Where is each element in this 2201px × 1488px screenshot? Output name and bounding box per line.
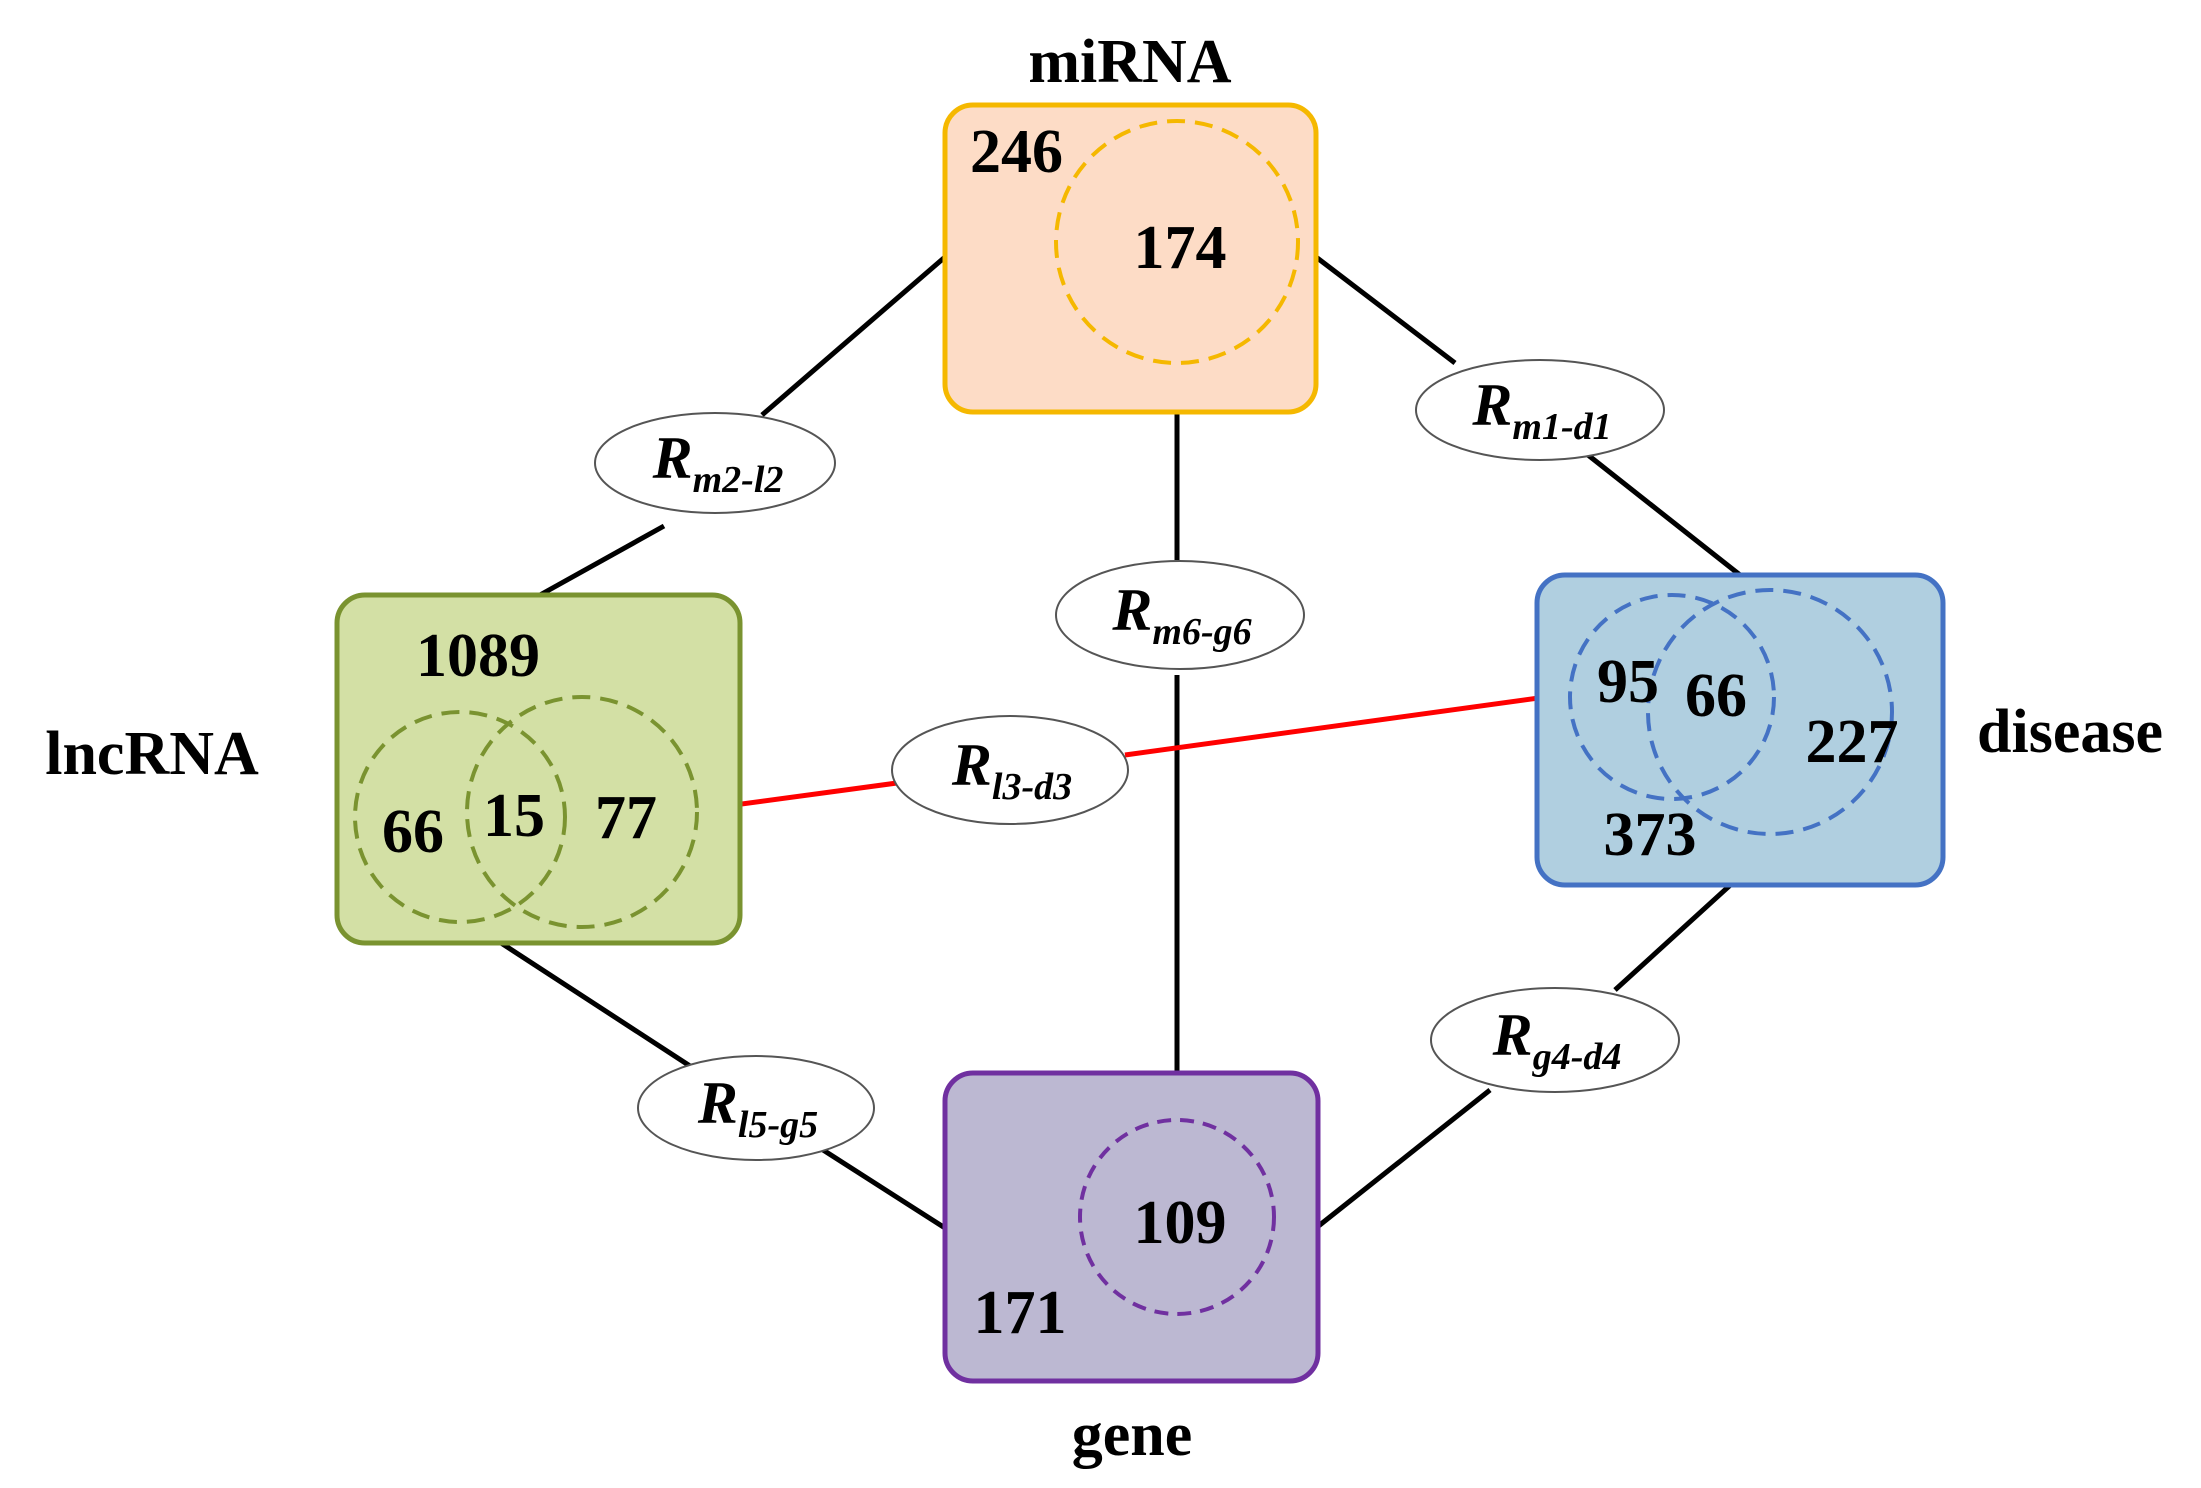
relation-m1-d1: Rm1-d1 (1415, 359, 1665, 461)
relation-g4-d4: Rg4-d4 (1430, 987, 1680, 1093)
lncrna-total: 1089 (416, 622, 540, 690)
disease-left-count: 95 (1597, 648, 1659, 716)
relation-m6-g6: Rm6-g6 (1055, 560, 1305, 670)
mirna-label: miRNA (1028, 28, 1231, 96)
edge-mirna-disease (1586, 453, 1742, 577)
gene-node: 109 171 gene (942, 1070, 1321, 1469)
lncrna-right-count: 77 (595, 784, 657, 852)
gene-total: 171 (974, 1279, 1067, 1347)
lncrna-box (334, 592, 743, 946)
disease-label: disease (1977, 698, 2163, 766)
edge-gene-disease (1314, 1088, 1492, 1230)
relation-ellipse (1415, 359, 1665, 461)
edge-lncrna-disease-highlight (1124, 690, 1576, 758)
disease-right-circle (1646, 588, 1894, 836)
disease-box (1534, 572, 1946, 888)
lncrna-right-circle (465, 695, 699, 929)
gene-subset-circle (1078, 1118, 1276, 1316)
lncrna-label: lncRNA (45, 720, 259, 788)
relation-label: Rl3-d3 (951, 732, 1072, 808)
gene-subset: 109 (1134, 1189, 1227, 1257)
relation-l3-d3: Rl3-d3 (891, 715, 1129, 825)
relation-ellipse (637, 1055, 875, 1161)
relation-label: Rl5-g5 (697, 1070, 818, 1146)
edge-lncrna-gene (818, 1145, 947, 1231)
relation-ellipse (891, 715, 1129, 825)
relation-label: Rm2-l2 (652, 425, 784, 501)
relation-label: Rm6-g6 (1111, 577, 1251, 653)
relation-ellipse (594, 412, 836, 514)
disease-total: 373 (1604, 801, 1697, 869)
relation-m2-l2: Rm2-l2 (594, 412, 836, 514)
disease-overlap-count: 66 (1685, 662, 1747, 730)
relation-ellipse (1430, 987, 1680, 1093)
edge-lncrna-gene (476, 925, 692, 1069)
mirna-box (942, 102, 1319, 415)
mirna-subset-circle (1054, 119, 1300, 365)
edge-mirna-lncrna (760, 255, 947, 417)
edge-mirna-disease (1314, 255, 1457, 365)
relations: Rm2-l2 Rm1-d1 Rm6-g6 Rl3-d3 Rl5-g5 Rg4-d… (594, 359, 1680, 1161)
edge-mirna-lncrna (538, 523, 666, 598)
disease-right-count: 227 (1806, 708, 1899, 776)
mirna-subset: 174 (1134, 214, 1227, 282)
lncrna-left-count: 66 (382, 798, 444, 866)
relation-ellipse (1055, 560, 1305, 670)
disease-node: 95 66 227 373 disease (1534, 572, 2163, 888)
relation-label: Rm1-d1 (1471, 372, 1611, 448)
gene-box (942, 1070, 1321, 1384)
relation-l5-g5: Rl5-g5 (637, 1055, 875, 1161)
mirna-node: 246 174 miRNA (942, 28, 1319, 415)
disease-left-circle (1568, 593, 1776, 801)
mirna-total: 246 (970, 118, 1063, 186)
lncrna-node: 1089 66 15 77 lncRNA (45, 592, 743, 946)
lncrna-left-circle (353, 710, 567, 924)
gene-label: gene (1072, 1401, 1193, 1469)
relation-label: Rg4-d4 (1492, 1002, 1622, 1078)
lncrna-overlap-count: 15 (483, 782, 545, 850)
